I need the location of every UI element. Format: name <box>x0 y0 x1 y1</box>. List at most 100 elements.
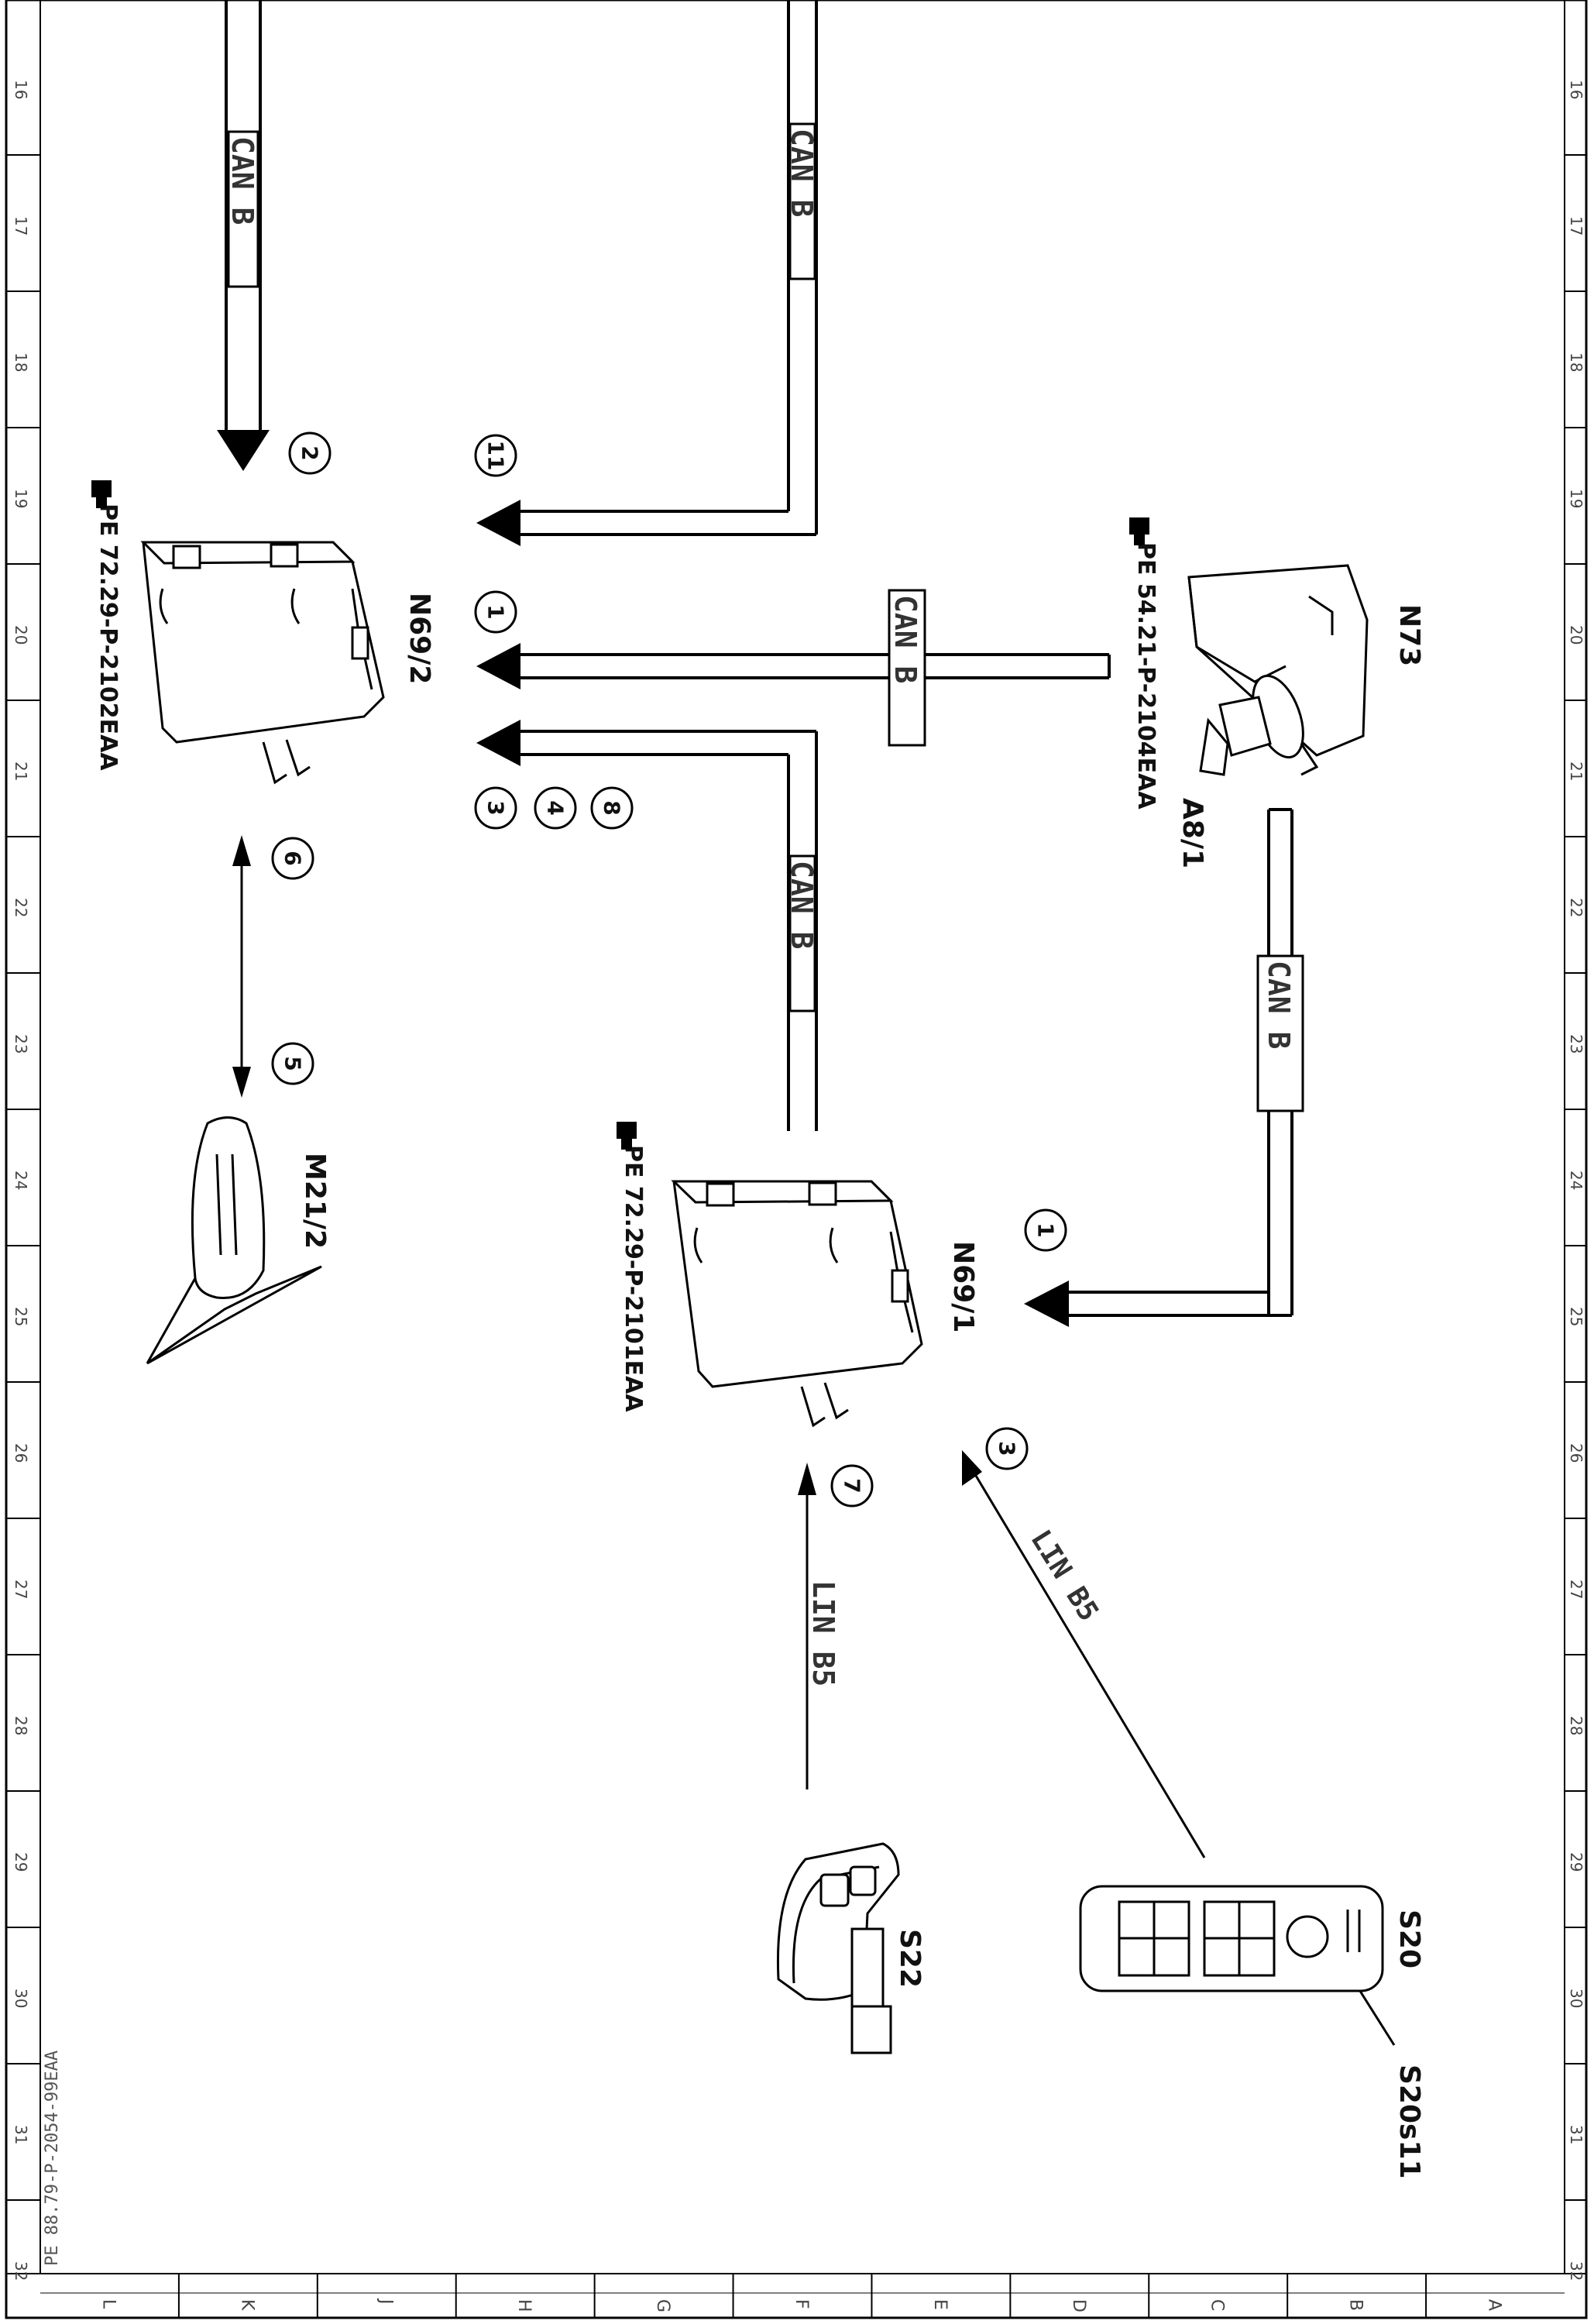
svg-text:CAN B: CAN B <box>888 595 922 683</box>
row-tick-label: 23 <box>1567 1034 1585 1054</box>
can-b-label-n73: CAN B <box>888 589 926 747</box>
row-tick-label: 23 <box>12 1034 30 1054</box>
row-tick-label: 17 <box>12 216 30 235</box>
row-tick-label: 27 <box>12 1580 30 1599</box>
signal-number: 5 <box>280 1056 306 1071</box>
row-tick-label: 30 <box>1567 1989 1585 2008</box>
row-tick-label: 32 <box>1567 2261 1585 2281</box>
row-tick-label: 21 <box>1567 761 1585 781</box>
n69-1-control-unit <box>671 1180 923 1428</box>
svg-text:CAN B: CAN B <box>225 136 259 225</box>
row-tick-label: 28 <box>12 1716 30 1735</box>
row-tick-label: 20 <box>1567 625 1585 645</box>
row-tick-label: 18 <box>1567 352 1585 372</box>
row-tick-label: 18 <box>12 352 30 372</box>
row-tick-label: 29 <box>12 1852 30 1872</box>
arrow-left-3-4-8 <box>476 720 520 766</box>
signal-number: 2 <box>297 445 323 460</box>
n73-reference: PE 54.21-P-2104EAA <box>1132 542 1159 810</box>
row-tick-label: 25 <box>12 1307 30 1326</box>
signal-number: 1 <box>483 604 509 619</box>
n69-2-control-unit <box>140 541 385 785</box>
document-reference: PE 88.79-P-2054-99EAA <box>43 2051 62 2266</box>
wires <box>217 0 1396 2046</box>
row-tick-label: 30 <box>12 1989 30 2008</box>
n73-ignition-switch <box>1187 564 1369 776</box>
signal-number: 4 <box>543 800 569 815</box>
signal-circle <box>474 786 517 830</box>
signal-number: 8 <box>599 800 625 815</box>
can-b-label-right: CAN B <box>1256 954 1304 1112</box>
signal-number: 3 <box>995 1441 1020 1456</box>
svg-text:CAN B: CAN B <box>1262 961 1296 1049</box>
hand-pointer-icon <box>91 480 112 508</box>
column-tick-label: L <box>98 2299 118 2309</box>
signal-circle <box>474 434 517 477</box>
signal-circle <box>985 1427 1029 1470</box>
signal-number: 3 <box>483 800 509 815</box>
row-tick-label: 16 <box>12 80 30 99</box>
s20-label: S20 <box>1393 1910 1425 1968</box>
row-tick-label: 17 <box>1567 216 1585 235</box>
row-tick-label: 19 <box>12 489 30 508</box>
n69-2-label: N69/2 <box>404 593 435 684</box>
column-tick-label: E <box>930 2299 950 2310</box>
row-tick-label: 27 <box>1567 1580 1585 1599</box>
hand-pointer-icon <box>1129 517 1149 545</box>
row-tick-label: 31 <box>1567 2125 1585 2144</box>
signal-circle <box>288 431 332 475</box>
signal-circle <box>830 1464 874 1508</box>
signal-number: 7 <box>840 1478 865 1493</box>
can-b-label-top-middle: CAN B <box>785 122 819 280</box>
signal-circle <box>1024 1208 1067 1252</box>
signal-circle <box>534 786 577 830</box>
row-tick-label: 22 <box>1567 898 1585 917</box>
lin-b5-label-s22: LIN B5 <box>806 1580 840 1686</box>
column-tick-label: C <box>1208 2299 1227 2311</box>
frame <box>5 0 1588 2319</box>
column-tick-label: D <box>1069 2299 1088 2312</box>
row-tick-label: 26 <box>12 1443 30 1463</box>
column-tick-label: H <box>514 2299 534 2312</box>
n69-1-label: N69/1 <box>947 1241 979 1332</box>
hand-pointer-icon <box>617 1122 637 1150</box>
column-tick-label: K <box>237 2299 256 2311</box>
n69-1-reference: PE 72.29-P-2101EAA <box>620 1145 647 1412</box>
svg-text:CAN B: CAN B <box>785 861 819 949</box>
signal-circle <box>474 590 517 634</box>
row-tick-label: 29 <box>1567 1852 1585 1872</box>
a8-1-label: A8/1 <box>1177 798 1208 868</box>
arrow-left-11 <box>476 500 520 546</box>
signal-circle <box>590 786 634 830</box>
signal-number: 6 <box>280 851 306 865</box>
n73-label: N73 <box>1393 604 1425 666</box>
column-tick-label: B <box>1346 2299 1366 2311</box>
can-b-label-n69-1: CAN B <box>785 854 819 1012</box>
row-tick-label: 19 <box>1567 489 1585 508</box>
column-tick-label: G <box>653 2299 672 2312</box>
can-b-label-left: CAN B <box>225 130 259 288</box>
column-tick-label: F <box>792 2299 811 2309</box>
row-tick-label: 20 <box>12 625 30 645</box>
column-tick-label: A <box>1485 2299 1504 2311</box>
row-tick-label: 26 <box>1567 1443 1585 1463</box>
m21-2-label: M21/2 <box>299 1153 331 1249</box>
s20s11-label: S20s11 <box>1393 2064 1425 2179</box>
row-tick-label: 32 <box>12 2261 30 2281</box>
row-tick-label: 16 <box>1567 80 1585 99</box>
column-tick-label: J <box>376 2298 395 2305</box>
signal-number: 1 <box>1033 1222 1059 1237</box>
signal-number: 11 <box>483 441 509 471</box>
row-tick-label: 24 <box>1567 1171 1585 1190</box>
svg-text:CAN B: CAN B <box>785 129 819 217</box>
row-tick-label: 22 <box>12 898 30 917</box>
row-tick-label: 21 <box>12 761 30 781</box>
signal-circle <box>271 837 314 880</box>
n69-2-reference: PE 72.29-P-2102EAA <box>94 504 122 771</box>
m21-2-mirror <box>146 1116 322 1365</box>
row-tick-label: 31 <box>12 2125 30 2144</box>
arrow-left-1b <box>1024 1281 1069 1327</box>
